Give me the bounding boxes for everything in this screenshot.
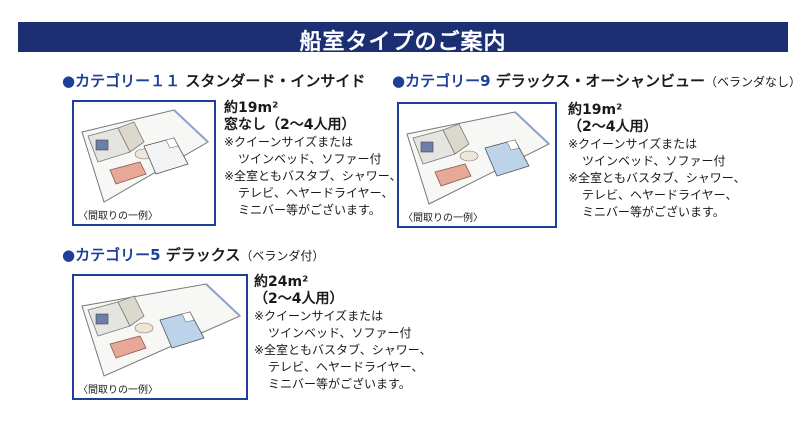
bath-fixture bbox=[420, 141, 434, 153]
floor-plan-caption: 〈間取りの一例〉 bbox=[78, 385, 158, 396]
amenities-note: ※全室ともバスタブ、シャワー、 bbox=[568, 171, 746, 185]
closet bbox=[442, 123, 470, 155]
category-label: カテゴリー5 bbox=[75, 246, 161, 264]
amenities-note: ※全室ともバスタブ、シャワー、 bbox=[224, 169, 402, 183]
category-label: カテゴリー9 bbox=[405, 72, 491, 90]
floor-plan-caption: 〈間取りの一例〉 bbox=[78, 211, 158, 222]
amenities-note-line2: テレビ、ヘヤードライヤー、 bbox=[238, 186, 394, 200]
room-type-name: スタンダード・インサイド bbox=[185, 72, 366, 90]
pillow bbox=[165, 137, 179, 149]
bed-note-detail: ツインベッド、ソファー付 bbox=[582, 154, 726, 168]
room-area: 約19m² bbox=[568, 102, 623, 118]
section-heading-category-5: ●カテゴリー5 デラックス（ベランダ付） bbox=[62, 244, 324, 265]
bullet-icon: ● bbox=[62, 72, 76, 90]
room-info-category-5: 約24m² （2〜4人用） ※クイーンサイズまたは ツインベッド、ソファー付 ※… bbox=[254, 274, 432, 393]
bed-note: ※クイーンサイズまたは bbox=[568, 137, 698, 151]
room-info-category-11: 約19m² 窓なし（2〜4人用） ※クイーンサイズまたは ツインベッド、ソファー… bbox=[224, 100, 402, 219]
coffee-table bbox=[459, 150, 479, 162]
amenities-note-line3: ミニバー等がございます。 bbox=[238, 203, 381, 217]
pillow bbox=[181, 311, 195, 323]
amenities-note-line3: ミニバー等がございます。 bbox=[268, 377, 411, 391]
amenities-note-line2: テレビ、ヘヤードライヤー、 bbox=[268, 360, 424, 374]
sofa bbox=[434, 163, 472, 187]
title-banner: 船室タイプのご案内 bbox=[18, 22, 788, 55]
floor-plan-category-11: 〈間取りの一例〉 bbox=[72, 100, 216, 226]
room-area: 約24m² bbox=[254, 274, 309, 290]
bed-note-detail: ツインベッド、ソファー付 bbox=[268, 326, 412, 340]
bullet-icon: ● bbox=[62, 246, 76, 264]
floor-plan-illustration bbox=[81, 109, 209, 203]
room-type-note: （ベランダ付） bbox=[240, 249, 325, 263]
section-heading-category-11: ●カテゴリー１１ スタンダード・インサイド bbox=[62, 70, 365, 91]
section-heading-category-9: ●カテゴリー9 デラックス・オーシャンビュー（ベランダなし） bbox=[392, 70, 800, 91]
category-label: カテゴリー１１ bbox=[75, 72, 181, 90]
closet bbox=[117, 121, 145, 153]
bed bbox=[484, 139, 530, 177]
window-wall bbox=[205, 283, 241, 317]
bed-note: ※クイーンサイズまたは bbox=[254, 309, 384, 323]
floor-plan-illustration bbox=[406, 111, 550, 205]
room-type-note: （ベランダなし） bbox=[705, 75, 800, 89]
bed-note: ※クイーンサイズまたは bbox=[224, 135, 354, 149]
bullet-icon: ● bbox=[392, 72, 406, 90]
bed bbox=[143, 137, 189, 175]
bath-fixture bbox=[95, 313, 109, 325]
page-title: 船室タイプのご案内 bbox=[299, 30, 507, 55]
closet bbox=[117, 295, 145, 327]
room-info-category-9: 約19m² （2〜4人用） ※クイーンサイズまたは ツインベッド、ソファー付 ※… bbox=[568, 102, 746, 221]
amenities-note: ※全室ともバスタブ、シャワー、 bbox=[254, 343, 432, 357]
bed bbox=[159, 311, 205, 349]
floor-plan-illustration bbox=[81, 283, 241, 377]
floor-plan-category-5: 〈間取りの一例〉 bbox=[72, 274, 248, 400]
room-capacity: （2〜4人用） bbox=[568, 119, 658, 135]
room-type-name: デラックス bbox=[165, 246, 241, 264]
floor-plan-caption: 〈間取りの一例〉 bbox=[403, 213, 483, 224]
bed-note-detail: ツインベッド、ソファー付 bbox=[238, 152, 382, 166]
amenities-note-line2: テレビ、ヘヤードライヤー、 bbox=[582, 188, 738, 202]
window-wall bbox=[173, 109, 209, 143]
sofa bbox=[109, 335, 147, 359]
room-type-name: デラックス・オーシャンビュー bbox=[495, 72, 706, 90]
coffee-table bbox=[134, 322, 154, 334]
sofa bbox=[109, 161, 147, 185]
room-capacity: （2〜4人用） bbox=[254, 291, 344, 307]
bath-fixture bbox=[95, 139, 109, 151]
amenities-note-line3: ミニバー等がございます。 bbox=[582, 205, 725, 219]
window-wall bbox=[514, 111, 550, 145]
room-capacity: 窓なし（2〜4人用） bbox=[224, 117, 356, 133]
room-area: 約19m² bbox=[224, 100, 279, 116]
pillow bbox=[506, 139, 520, 151]
floor-plan-category-9: 〈間取りの一例〉 bbox=[397, 102, 557, 228]
